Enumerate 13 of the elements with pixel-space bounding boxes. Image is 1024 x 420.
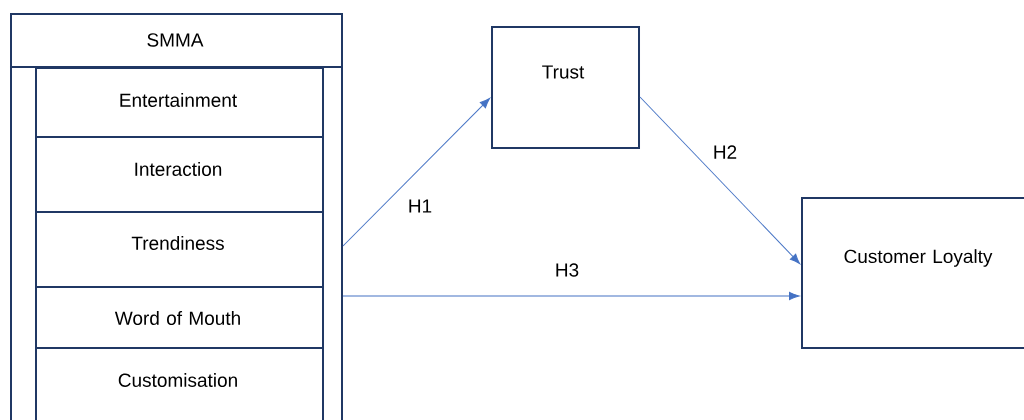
concept-box: Trust [491, 26, 640, 149]
category-box: Interaction [35, 136, 324, 213]
category-box: Customisation [35, 347, 324, 420]
edge-label: H1 [406, 198, 434, 214]
edge-label: H3 [553, 262, 581, 278]
category-box: Word of Mouth [35, 286, 324, 349]
category-box: Entertainment [35, 67, 324, 138]
arrow [342, 291, 800, 301]
category-box: Trendiness [35, 211, 324, 288]
arrow [639, 96, 801, 264]
arrow [342, 97, 491, 247]
concept-box: Customer Loyalty [801, 197, 1024, 349]
edge-label: H2 [711, 144, 739, 160]
